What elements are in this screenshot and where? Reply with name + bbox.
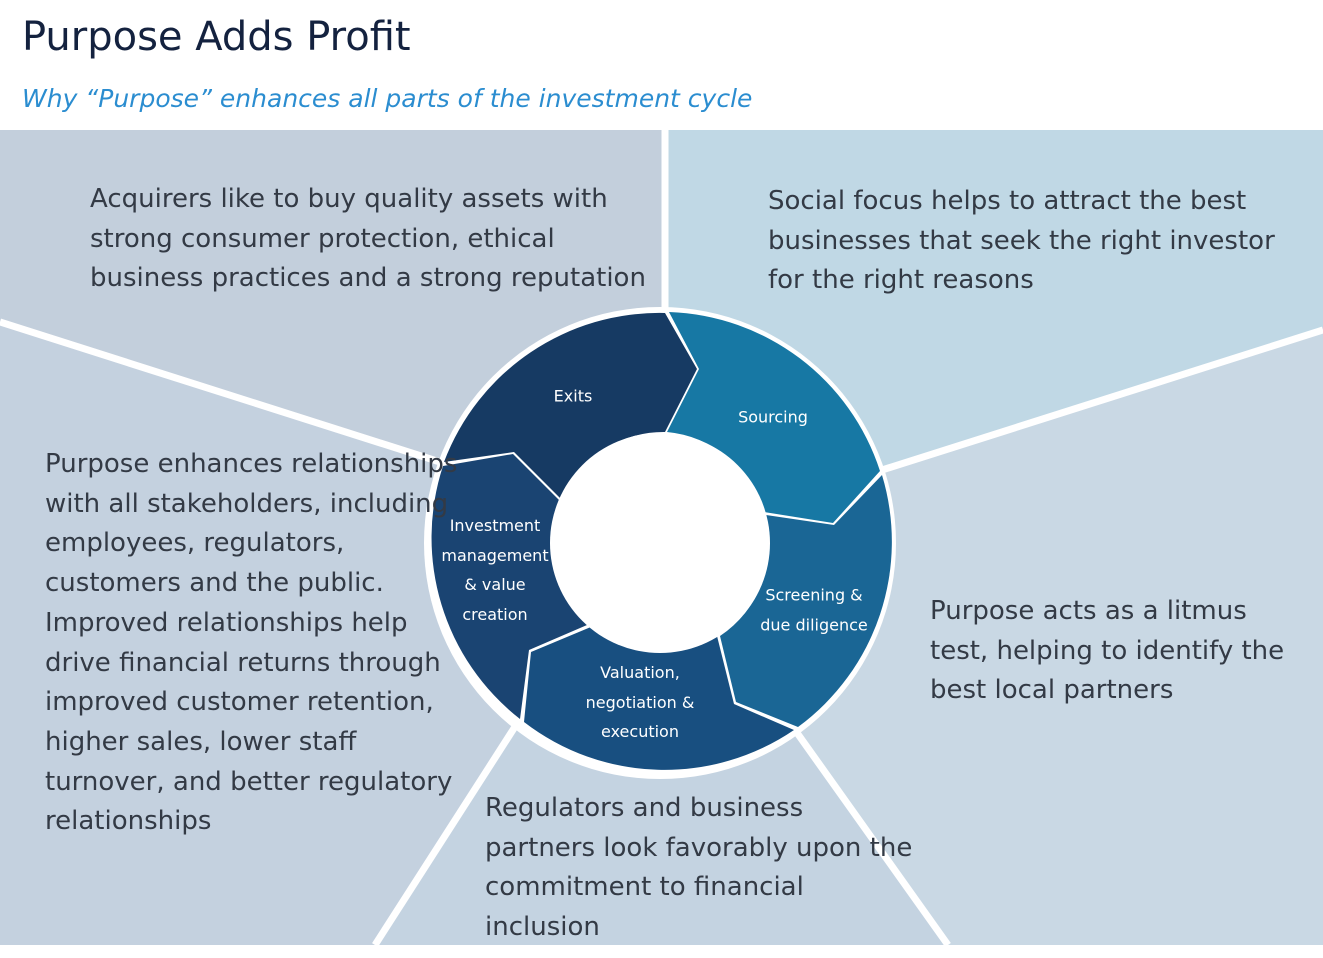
stage-label-valuation: Valuation, negotiation & execution bbox=[585, 662, 695, 741]
panel-dividers bbox=[0, 130, 1323, 948]
panel-text-investment: Purpose enhances relationships with all … bbox=[45, 449, 458, 837]
stage-label-screening: Screening & due diligence bbox=[760, 585, 868, 635]
panel-left-bg bbox=[0, 322, 518, 945]
page-subtitle: Why “Purpose” enhances all parts of the … bbox=[22, 84, 753, 113]
cycle-hub bbox=[550, 433, 770, 653]
panel-bottom-bg bbox=[375, 722, 948, 945]
cycle-segment-sourcing bbox=[667, 312, 880, 523]
stage-label-sourcing: Sourcing bbox=[738, 407, 808, 427]
cycle-segment-screening bbox=[720, 475, 892, 727]
page-title: Purpose Adds Profit bbox=[22, 14, 411, 60]
panel-text-sourcing: Social focus helps to attract the best b… bbox=[768, 186, 1275, 296]
cycle-segment-valuation bbox=[524, 624, 794, 770]
stage-label-investment: Investment management & value creation bbox=[441, 516, 549, 624]
panel-text-valuation: Regulators and business partners look fa… bbox=[485, 793, 913, 943]
stage-label-exits: Exits bbox=[553, 386, 593, 406]
panel-text-exits: Acquirers like to buy quality assets wit… bbox=[90, 184, 646, 294]
panel-text-screening: Purpose acts as a litmus test, helping t… bbox=[930, 596, 1285, 706]
cycle-segment-exits bbox=[444, 312, 697, 499]
panel-right-bg bbox=[795, 330, 1323, 945]
